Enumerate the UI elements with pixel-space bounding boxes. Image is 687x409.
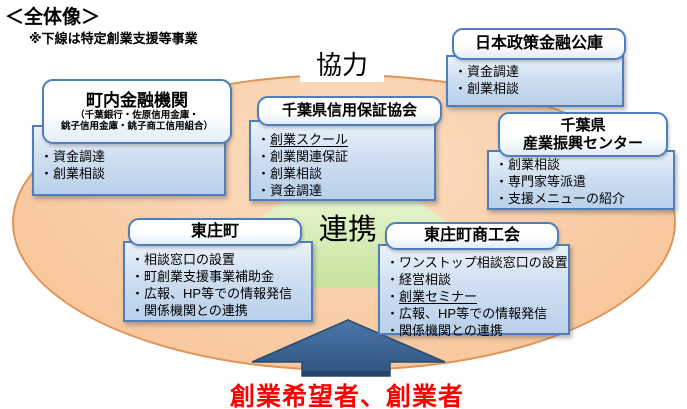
support-item: ・資金調達 <box>454 64 520 79</box>
support-item: ・資金調達 <box>257 183 323 198</box>
support-item: ・関係機関との連携 <box>386 323 503 338</box>
org-title: 東庄町商工会 <box>423 226 520 244</box>
collaboration-label: 連携 <box>318 214 377 246</box>
target-audience-label: 創業希望者、創業者 <box>229 383 464 409</box>
org-title-line: 千葉県 <box>560 117 606 135</box>
support-item: ・支援メニューの紹介 <box>495 191 626 206</box>
support-item-list: ・ワンストップ相談窓口の設置・経営相談・創業セミナー・広報、HP等での情報発信・… <box>386 254 568 339</box>
support-item: ・創業相談 <box>495 157 561 172</box>
org-title: 町内金融機関 <box>86 90 188 110</box>
org-industry-center-header: 千葉県 産業振興センター <box>498 112 668 157</box>
org-title: 日本政策金融公庫 <box>474 34 603 52</box>
support-item: ・広報、HP等での情報発信 <box>386 306 548 321</box>
support-item-list: ・相談窓口の設置・町創業支援事業補助金・広報、HP等での情報発信・関係機関との連… <box>131 251 309 319</box>
org-title-line: 産業振興センター <box>522 134 643 152</box>
org-box-tonosho-town: ・相談窓口の設置・町創業支援事業補助金・広報、HP等での情報発信・関係機関との連… <box>123 218 317 322</box>
support-item: ・ワンストップ相談窓口の設置 <box>386 255 568 270</box>
support-item: ・創業セミナー <box>386 289 478 304</box>
org-tonosho-town-items-panel: ・相談窓口の設置・町創業支援事業補助金・広報、HP等での情報発信・関係機関との連… <box>123 241 313 322</box>
support-item: ・広報、HP等での情報発信 <box>131 286 293 301</box>
org-box-town-financial-institutions: ・資金調達・創業相談 町内金融機関 （千葉銀行・佐原信用金庫・ 銚子信用金庫・銚… <box>32 79 232 196</box>
org-credit-guarantee-items-panel: ・創業スクール・創業関連保証・創業相談・資金調達 <box>249 120 436 201</box>
org-town-financial-header: 町内金融機関 （千葉銀行・佐原信用金庫・ 銚子信用金庫・銚子商工信用組合） <box>42 79 232 144</box>
support-item: ・専門家等派遣 <box>495 174 587 189</box>
support-item: ・創業相談 <box>454 81 520 96</box>
support-item-list: ・資金調達・創業相談 <box>40 148 222 182</box>
org-jfc-header: 日本政策金融公庫 <box>452 28 626 60</box>
org-box-tonosho-chamber: ・ワンストップ相談窓口の設置・経営相談・創業セミナー・広報、HP等での情報発信・… <box>378 222 574 338</box>
support-item: ・町創業支援事業補助金 <box>131 269 275 284</box>
org-tonosho-chamber-items-panel: ・ワンストップ相談窓口の設置・経営相談・創業セミナー・広報、HP等での情報発信・… <box>378 244 570 338</box>
org-box-chiba-industry-center: ・創業相談・専門家等派遣・支援メニューの紹介 千葉県 産業振興センター <box>487 112 679 210</box>
org-industry-center-items-panel: ・創業相談・専門家等派遣・支援メニューの紹介 <box>487 150 675 210</box>
support-item-list: ・創業スクール・創業関連保証・創業相談・資金調達 <box>257 131 432 199</box>
support-item: ・創業相談 <box>257 166 323 181</box>
org-title: 東庄町 <box>190 222 239 240</box>
page-title: ＜全体像＞ <box>5 7 101 28</box>
org-tonosho-chamber-header: 東庄町商工会 <box>385 222 559 250</box>
support-item: ・関係機関との連携 <box>131 303 248 318</box>
underline-legend-note: ※下線は特定創業支援等事業 <box>29 31 198 46</box>
support-item: ・相談窓口の設置 <box>131 252 236 267</box>
cooperation-label: 協力 <box>300 49 384 82</box>
up-arrow <box>251 319 446 377</box>
support-item: ・資金調達 <box>40 149 106 164</box>
org-subtitle-line: 銚子信用金庫・銚子商工信用組合） <box>60 121 213 133</box>
support-item-list: ・創業相談・専門家等派遣・支援メニューの紹介 <box>495 156 671 207</box>
org-box-japan-finance-corporation: ・資金調達・創業相談 日本政策金融公庫 <box>446 28 628 108</box>
org-credit-guarantee-header: 千葉県信用保証協会 <box>257 96 442 126</box>
org-subtitle-line: （千葉銀行・佐原信用金庫・ <box>75 110 199 122</box>
support-item: ・創業関連保証 <box>257 149 349 164</box>
org-jfc-items-panel: ・資金調達・創業相談 <box>446 55 624 107</box>
support-item: ・創業相談 <box>40 166 106 181</box>
arrow-base-shade <box>302 371 390 376</box>
support-item: ・経営相談 <box>386 272 452 287</box>
support-item: ・創業スクール <box>257 132 349 147</box>
support-item-list: ・資金調達・創業相談 <box>454 63 620 97</box>
org-title: 千葉県信用保証協会 <box>281 102 417 120</box>
org-tonosho-town-header: 東庄町 <box>128 218 302 246</box>
org-box-chiba-credit-guarantee: ・創業スクール・創業関連保証・創業相談・資金調達 千葉県信用保証協会 <box>249 96 442 201</box>
